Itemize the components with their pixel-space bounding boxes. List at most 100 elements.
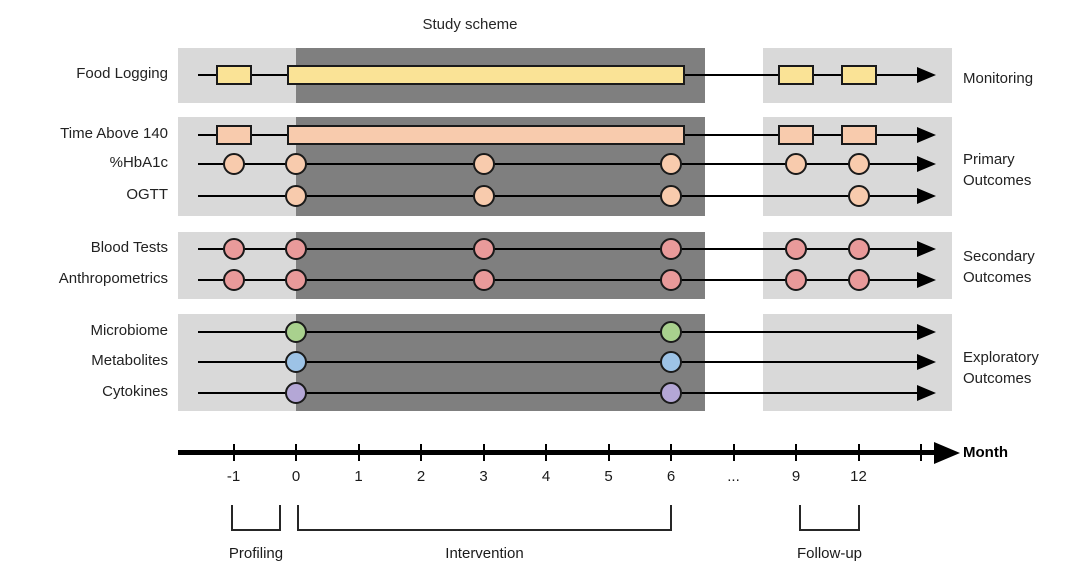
axis-tick [795,444,797,461]
axis-tick-label: 3 [479,468,488,485]
marker-bar [778,65,814,85]
arrowhead-icon [917,385,936,401]
axis-tick [357,444,360,461]
axis-tick-label: 4 [541,468,551,485]
axis-tick [607,444,610,461]
phase-label-intervention: Intervention [445,545,524,562]
timeline-line [198,361,918,363]
arrowhead-icon [917,127,936,143]
axis-tick-label: 5 [604,468,613,485]
marker-bar [215,125,252,145]
marker-bar [778,125,814,145]
marker-circle [472,269,495,291]
row-label-food-logging: Food Logging [76,65,168,82]
marker-bar [215,65,252,85]
axis-tick-label: 6 [666,468,676,485]
arrowhead-icon [917,272,936,288]
marker-circle [847,238,870,260]
marker-circle [847,153,870,175]
band-secondary-outcomes-1 [296,232,705,299]
arrowhead-icon [917,156,936,172]
axis-tick [482,444,485,461]
arrowhead-icon [917,241,936,257]
timeline-line [198,331,918,333]
phase-bracket-follow-up [799,505,860,531]
marker-circle [785,238,807,260]
marker-circle [472,238,495,260]
row-label-hba1c: %HbA1c [109,154,168,171]
axis-tick [545,444,547,461]
timeline-line [198,392,918,394]
row-label-ogtt: OGTT [126,186,168,203]
group-label-line: Outcomes [963,172,1032,189]
axis-tick [670,444,672,461]
group-label-line: Secondary [963,248,1035,265]
marker-circle [785,269,807,291]
axis-tick [232,444,235,461]
marker-circle [222,269,245,291]
marker-circle [847,185,870,207]
timeline-line [198,279,918,281]
arrowhead-icon [917,324,936,340]
axis-tick-label: 9 [791,468,801,485]
axis-arrowhead-icon [934,441,960,464]
marker-circle [285,153,307,175]
axis-line [178,450,934,455]
marker-circle [285,238,307,260]
marker-circle [785,153,807,175]
marker-circle [285,382,307,404]
marker-circle [660,321,682,343]
row-label-blood-tests: Blood Tests [90,239,168,256]
month-axis-label: Month [963,444,1008,461]
axis-tick [920,444,922,461]
marker-circle [285,351,307,373]
marker-circle [660,269,682,291]
group-label-line: Monitoring [963,69,1034,87]
marker-bar [840,125,877,145]
axis-tick-label: 2 [416,468,426,485]
marker-circle [285,185,307,207]
marker-circle [285,321,307,343]
row-label-anthropometrics: Anthropometrics [58,270,168,287]
arrowhead-icon [917,354,936,370]
axis-tick [857,444,860,461]
phase-bracket-intervention [297,505,672,531]
axis-tick [732,444,735,461]
marker-circle [660,382,682,404]
marker-circle [472,185,495,207]
marker-bar-long [287,125,685,145]
row-label-cytokines: Cytokines [102,383,168,400]
arrowhead-icon [917,188,936,204]
marker-bar [840,65,877,85]
marker-circle [660,185,682,207]
marker-circle [222,153,245,175]
group-label-monitoring: Monitoring [963,68,1033,89]
marker-circle [847,269,870,291]
phase-label-follow-up: Follow-up [796,545,863,562]
diagram-title: Study scheme [422,16,518,33]
arrowhead-icon [917,67,936,83]
phase-label-profiling: Profiling [228,545,284,562]
row-label-microbiome: Microbiome [90,322,168,339]
marker-circle [222,238,245,260]
axis-tick [295,444,297,461]
marker-circle [660,153,682,175]
marker-circle [660,238,682,260]
marker-circle [472,153,495,175]
axis-tick-label: 1 [354,468,363,485]
axis-tick-label: ... [727,468,740,485]
timeline-line [198,248,918,250]
timeline-line [198,163,918,165]
group-label-line: Outcomes [963,269,1032,286]
group-label-line: Outcomes [963,370,1032,387]
marker-circle [660,351,682,373]
marker-circle [285,269,307,291]
axis-tick [420,444,422,461]
group-label-line: Primary [963,151,1015,168]
marker-bar-long [287,65,685,85]
row-label-time-above-140: Time Above 140 [60,125,168,142]
